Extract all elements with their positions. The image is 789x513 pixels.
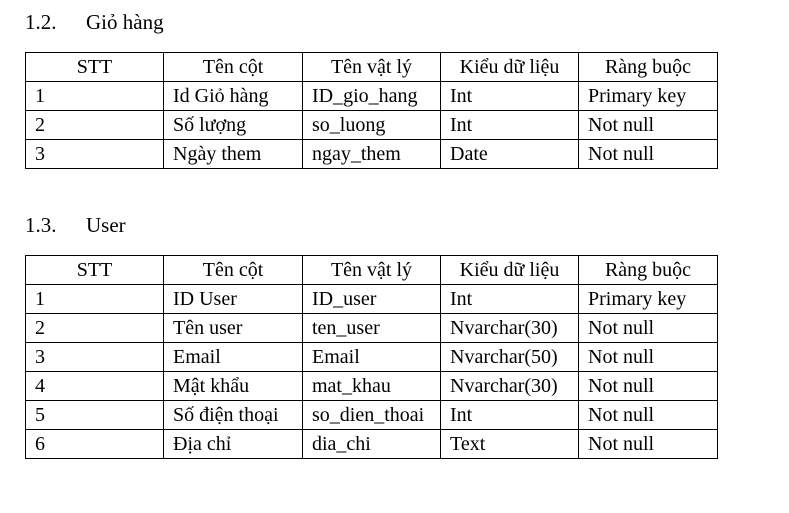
cell-rang-buoc: Not null	[578, 342, 718, 372]
cell-kieu-du-lieu: Int	[440, 400, 579, 430]
column-header-rang-buoc: Ràng buộc	[578, 255, 718, 285]
section-heading-user: 1.3. User	[25, 213, 126, 237]
cell-rang-buoc: Not null	[578, 429, 718, 459]
cell-ten-vat-ly: ten_user	[302, 313, 441, 343]
cell-stt: 2	[25, 313, 164, 343]
cell-kieu-du-lieu: Text	[440, 429, 579, 459]
table-header-row: STT Tên cột Tên vật lý Kiểu dữ liệu Ràng…	[25, 255, 718, 285]
table-row: 2 Tên user ten_user Nvarchar(30) Not nul…	[25, 313, 718, 343]
cell-ten-vat-ly: dia_chi	[302, 429, 441, 459]
cell-stt: 6	[25, 429, 164, 459]
table-header-row: STT Tên cột Tên vật lý Kiểu dữ liệu Ràng…	[25, 52, 718, 82]
section-title: User	[86, 213, 126, 237]
table-row: 1 ID User ID_user Int Primary key	[25, 284, 718, 314]
table-row: 4 Mật khẩu mat_khau Nvarchar(30) Not nul…	[25, 371, 718, 401]
cell-rang-buoc: Not null	[578, 110, 718, 140]
cell-kieu-du-lieu: Int	[440, 110, 579, 140]
cell-kieu-du-lieu: Nvarchar(30)	[440, 313, 579, 343]
cell-stt: 1	[25, 81, 164, 111]
section-title: Giỏ hàng	[86, 10, 164, 34]
cell-ten-vat-ly: ngay_them	[302, 139, 441, 169]
gio-hang-table: STT Tên cột Tên vật lý Kiểu dữ liệu Ràng…	[25, 52, 718, 169]
cell-ten-cot: Ngày them	[163, 139, 303, 169]
column-header-rang-buoc: Ràng buộc	[578, 52, 718, 82]
cell-kieu-du-lieu: Int	[440, 81, 579, 111]
table-row: 2 Số lượng so_luong Int Not null	[25, 110, 718, 140]
section-number: 1.2.	[25, 10, 57, 34]
column-header-ten-cot: Tên cột	[163, 52, 303, 82]
section-number: 1.3.	[25, 213, 57, 237]
section-heading-gio-hang: 1.2. Giỏ hàng	[25, 10, 164, 34]
cell-rang-buoc: Primary key	[578, 284, 718, 314]
cell-ten-cot: Email	[163, 342, 303, 372]
cell-kieu-du-lieu: Nvarchar(30)	[440, 371, 579, 401]
cell-ten-cot: Id Giỏ hàng	[163, 81, 303, 111]
column-header-ten-cot: Tên cột	[163, 255, 303, 285]
cell-stt: 3	[25, 139, 164, 169]
column-header-kieu-du-lieu: Kiểu dữ liệu	[440, 255, 579, 285]
cell-stt: 4	[25, 371, 164, 401]
cell-ten-vat-ly: so_luong	[302, 110, 441, 140]
cell-ten-vat-ly: mat_khau	[302, 371, 441, 401]
cell-ten-cot: ID User	[163, 284, 303, 314]
cell-kieu-du-lieu: Date	[440, 139, 579, 169]
cell-ten-vat-ly: so_dien_thoai	[302, 400, 441, 430]
table-row: 3 Email Email Nvarchar(50) Not null	[25, 342, 718, 372]
cell-ten-cot: Địa chỉ	[163, 429, 303, 459]
cell-ten-cot: Mật khẩu	[163, 371, 303, 401]
cell-ten-cot: Tên user	[163, 313, 303, 343]
table-row: 5 Số điện thoại so_dien_thoai Int Not nu…	[25, 400, 718, 430]
column-header-stt: STT	[25, 255, 164, 285]
cell-stt: 2	[25, 110, 164, 140]
cell-rang-buoc: Not null	[578, 400, 718, 430]
cell-ten-vat-ly: ID_gio_hang	[302, 81, 441, 111]
cell-ten-vat-ly: Email	[302, 342, 441, 372]
cell-ten-cot: Số lượng	[163, 110, 303, 140]
column-header-ten-vat-ly: Tên vật lý	[302, 52, 441, 82]
user-table: STT Tên cột Tên vật lý Kiểu dữ liệu Ràng…	[25, 255, 718, 459]
cell-rang-buoc: Not null	[578, 371, 718, 401]
column-header-stt: STT	[25, 52, 164, 82]
column-header-kieu-du-lieu: Kiểu dữ liệu	[440, 52, 579, 82]
cell-stt: 5	[25, 400, 164, 430]
cell-rang-buoc: Primary key	[578, 81, 718, 111]
cell-stt: 1	[25, 284, 164, 314]
column-header-ten-vat-ly: Tên vật lý	[302, 255, 441, 285]
table-row: 3 Ngày them ngay_them Date Not null	[25, 139, 718, 169]
cell-kieu-du-lieu: Int	[440, 284, 579, 314]
cell-ten-vat-ly: ID_user	[302, 284, 441, 314]
cell-kieu-du-lieu: Nvarchar(50)	[440, 342, 579, 372]
cell-ten-cot: Số điện thoại	[163, 400, 303, 430]
cell-stt: 3	[25, 342, 164, 372]
cell-rang-buoc: Not null	[578, 139, 718, 169]
cell-rang-buoc: Not null	[578, 313, 718, 343]
table-row: 6 Địa chỉ dia_chi Text Not null	[25, 429, 718, 459]
table-row: 1 Id Giỏ hàng ID_gio_hang Int Primary ke…	[25, 81, 718, 111]
